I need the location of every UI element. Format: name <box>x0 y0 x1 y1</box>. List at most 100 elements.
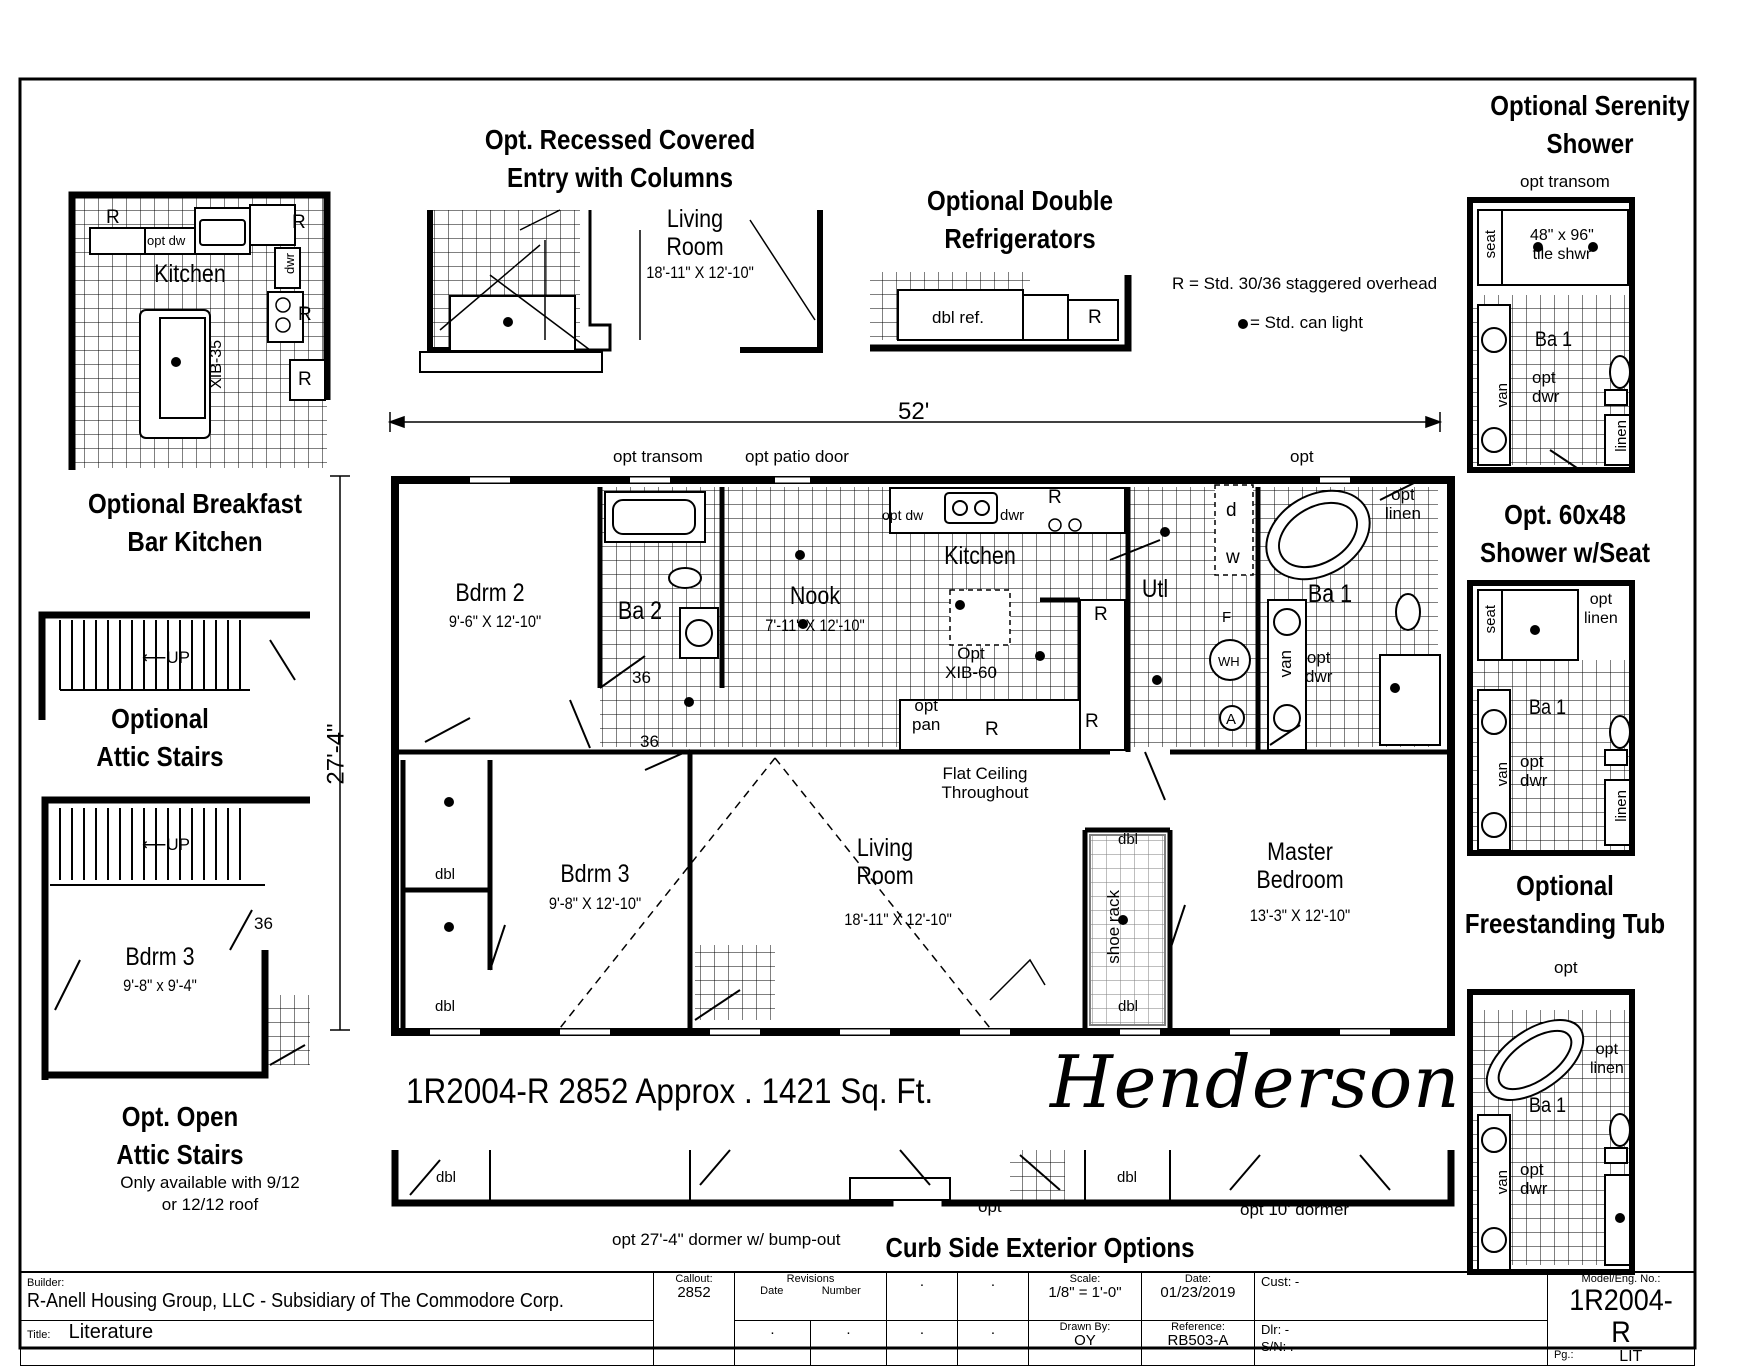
label-36-hall: 36 <box>640 732 659 751</box>
tb-dlr-sn-cell: Dlr: - S/N: . <box>1253 1319 1548 1366</box>
inset-open-attic-36: 36 <box>254 914 273 933</box>
inset-breakfast-bar <box>68 191 331 470</box>
label-dryer: d <box>1226 500 1237 521</box>
label-opt-transom: opt transom <box>613 447 703 466</box>
inset-bb-R2: R <box>292 212 306 233</box>
label-opt-window: opt <box>1290 447 1314 466</box>
tb-drawn: OY <box>1074 1331 1096 1349</box>
tb-ref: RB503-A <box>1167 1331 1229 1349</box>
room-ba1: Ba 1 <box>1307 580 1353 608</box>
ext-opt: opt <box>978 1197 1002 1216</box>
legend-can-light: = Std. can light <box>1238 313 1363 332</box>
legend-overhead: R = Std. 30/36 staggered overhead <box>1172 274 1438 293</box>
label-R-bottom: R <box>1085 711 1099 732</box>
room-kitchen: Kitchen <box>944 542 1016 570</box>
inset-open-attic-up: ⟵UP <box>142 835 190 854</box>
dimension-depth-label: 27'-4" <box>322 723 350 785</box>
tb-builder-cell: Builder: R-Anell Housing Group, LLC - Su… <box>20 1272 654 1321</box>
inset-open-attic-bdrm3: Bdrm 3 <box>125 943 195 971</box>
tb-ref-cell: Reference: RB503-A <box>1140 1319 1255 1366</box>
room-bdrm3: Bdrm 3 <box>560 860 630 888</box>
dimension-width-label: 52' <box>898 398 930 425</box>
arrow-left-icon: ⟵ <box>142 648 167 667</box>
inset-s6-van: van <box>1494 762 1511 787</box>
room-bdrm3-size: 9'-8" X 12'-10" <box>548 894 642 913</box>
tb-cust-cell: Cust: - <box>1253 1272 1548 1321</box>
room-utl: Utl <box>1141 575 1169 603</box>
tb-callout-cell: Callout: 2852 <box>653 1272 735 1366</box>
ext-dbl-left: dbl <box>436 1169 457 1186</box>
dimension-27-4 <box>330 475 350 1031</box>
tb-date-cell: Date: 01/23/2019 <box>1140 1272 1255 1321</box>
ext-dormer-bump: opt 27'-4" dormer w/ bump-out <box>612 1230 841 1249</box>
curb-side-strip <box>391 1149 1455 1207</box>
title-block: Builder: R-Anell Housing Group, LLC - Su… <box>20 1272 1696 1366</box>
room-bdrm2: Bdrm 2 <box>455 579 525 607</box>
model-line: 1R2004-R 2852 Approx . 1421 Sq. Ft. <box>406 1072 934 1111</box>
room-nook-size: 7'-11" X 12'-10" <box>765 616 865 635</box>
tb-date: 01/23/2019 <box>1160 1284 1236 1301</box>
inset-bb-R4: R <box>298 369 312 390</box>
inset-bb-opt-dw: opt dw <box>147 233 186 248</box>
room-nook: Nook <box>789 582 841 610</box>
label-dwr: dwr <box>1000 507 1025 524</box>
main-plan <box>391 476 1455 1036</box>
ext-dbl-right: dbl <box>1117 1169 1138 1186</box>
inset-ss-linen: linen <box>1613 420 1630 452</box>
label-R-kitchen: R <box>1048 487 1062 508</box>
label-R-pantry: R <box>1094 604 1108 625</box>
inset-dbl-ref: dbl ref. <box>932 308 984 327</box>
inset-ft-ba1: Ba 1 <box>1528 1094 1567 1117</box>
tb-scale: 1/8" = 1'-0" <box>1048 1284 1122 1301</box>
ext-dormer-10: opt 10' dormer <box>1240 1200 1350 1219</box>
inset-ss-van: van <box>1494 383 1511 408</box>
inset-bb-kitchen: Kitchen <box>154 260 226 288</box>
tb-pg: LIT <box>1619 1348 1643 1365</box>
inset-bb-xib35: XIB-35 <box>208 340 225 389</box>
tb-model-cell: Model/Eng. No.: 1R2004-R Pg.:LIT <box>1546 1272 1696 1366</box>
room-living-size: 18'-11" X 12'-10" <box>844 910 952 929</box>
label-dbl-upper: dbl <box>435 866 456 883</box>
label-water-heater: WH <box>1218 654 1240 669</box>
exterior-wall <box>391 476 1455 1036</box>
tb-title-cell: Title: Literature <box>20 1319 654 1366</box>
inset-open-attic-size: 9'-8" x 9'-4" <box>123 976 197 995</box>
inset-bb-dwr: dwr <box>282 253 297 274</box>
inset-attic-stairs <box>38 611 310 720</box>
henderson-signature: Henderson <box>1050 1040 1461 1124</box>
inset-open-attic <box>41 796 310 1080</box>
inset-ss-opt-transom: opt transom <box>1520 172 1610 191</box>
label-dbl-lower: dbl <box>435 998 456 1015</box>
inset-s6-ba1: Ba 1 <box>1528 696 1567 719</box>
inset-ss-seat: seat <box>1482 230 1499 259</box>
label-van: van <box>1276 650 1295 678</box>
can-light-icon <box>1238 318 1248 329</box>
inset-serenity-shower <box>1467 197 1635 473</box>
inset-ft-opt: opt <box>1554 958 1578 977</box>
inset-60x48-shower <box>1467 580 1635 856</box>
label-opt-patio-door: opt patio door <box>745 447 849 466</box>
dimension-52 <box>387 412 1443 432</box>
label-36-ba2: 36 <box>632 668 651 687</box>
label-dbl-master-bottom: dbl <box>1118 998 1139 1015</box>
tb-scale-cell: Scale: 1/8" = 1'-0" <box>1027 1272 1142 1321</box>
label-washer: w <box>1226 547 1240 568</box>
room-master-size: 13'-3" X 12'-10" <box>1249 906 1351 925</box>
inset-attic-up: ⟵UP <box>142 648 190 667</box>
